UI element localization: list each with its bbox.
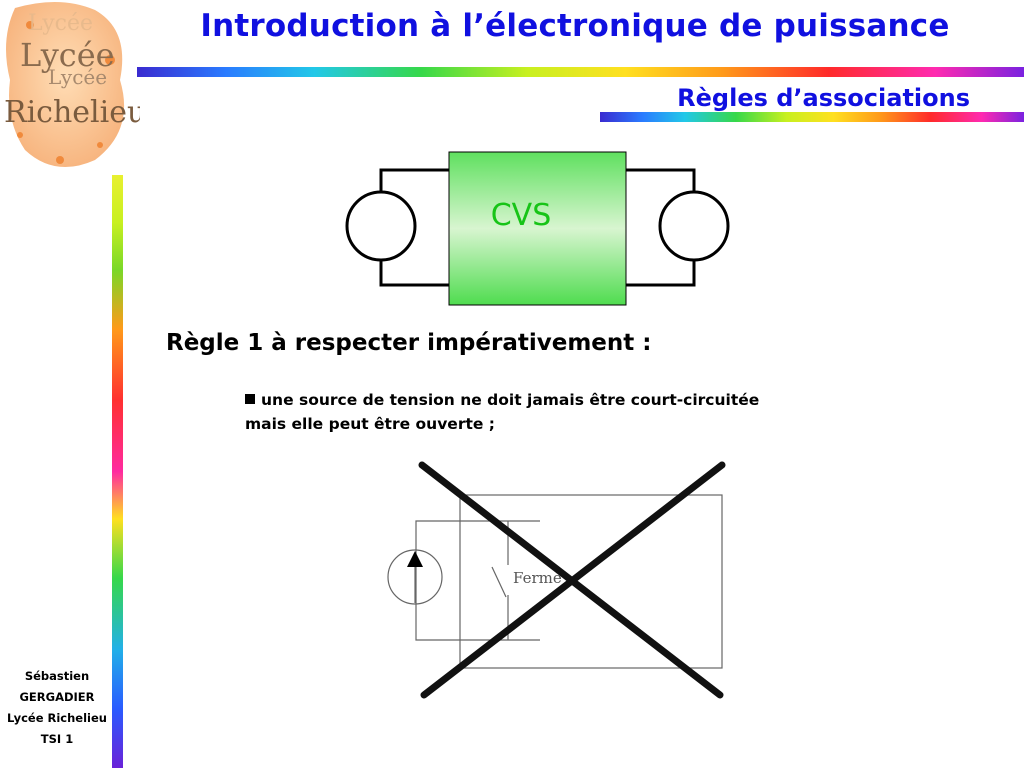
cvs-block (448, 151, 627, 306)
logo-text-4: Richelieu (4, 95, 140, 130)
right-source-circle (658, 190, 730, 262)
forbidden-circuit-diagram: Fermé (387, 461, 726, 699)
cross-line-2 (420, 461, 726, 699)
left-wire-bottom (379, 261, 450, 287)
right-wire-top (626, 168, 696, 192)
source-arrow-head (407, 551, 423, 567)
logo-text-1: Lycée (28, 11, 93, 36)
switch-label: Fermé (513, 569, 562, 587)
author-class: TSI 1 (40, 732, 74, 746)
circuit-left-loop (415, 520, 540, 641)
page-title: Introduction à l’électronique de puissan… (200, 8, 950, 44)
author-lastname: GERGADIER (19, 690, 95, 704)
bullet-text-line2: mais elle peut être ouverte ; (245, 415, 495, 433)
logo-text-3: Lycée (48, 65, 107, 89)
rule-title: Règle 1 à respecter impérativement : (166, 330, 652, 356)
author-school: Lycée Richelieu (7, 711, 107, 725)
side-rainbow-bar (112, 175, 123, 768)
title-rainbow-bar (137, 67, 1024, 77)
left-source-circle (345, 190, 417, 262)
cvs-label: CVS (491, 198, 552, 233)
cvs-diagram: CVS (345, 151, 730, 306)
left-wire-top (379, 168, 450, 192)
lycee-richelieu-logo: Lycée Lycée Lycée Richelieu (4, 1, 140, 168)
bullet-square-icon (245, 394, 255, 404)
author-firstname: Sébastien (24, 669, 90, 683)
logo-text-2: Lycée (20, 36, 115, 74)
rule-bullet: une source de tension ne doit jamais êtr… (245, 388, 845, 436)
current-source-circle (387, 549, 443, 605)
switch-blade (491, 566, 507, 598)
author-block: Sébastien GERGADIER Lycée Richelieu TSI … (0, 666, 114, 750)
page-subtitle: Règles d’associations (677, 84, 970, 112)
bullet-text-line1: une source de tension ne doit jamais êtr… (261, 391, 760, 409)
right-wire-bottom (626, 261, 696, 287)
circuit-box (459, 494, 723, 669)
subtitle-rainbow-bar (600, 112, 1024, 122)
